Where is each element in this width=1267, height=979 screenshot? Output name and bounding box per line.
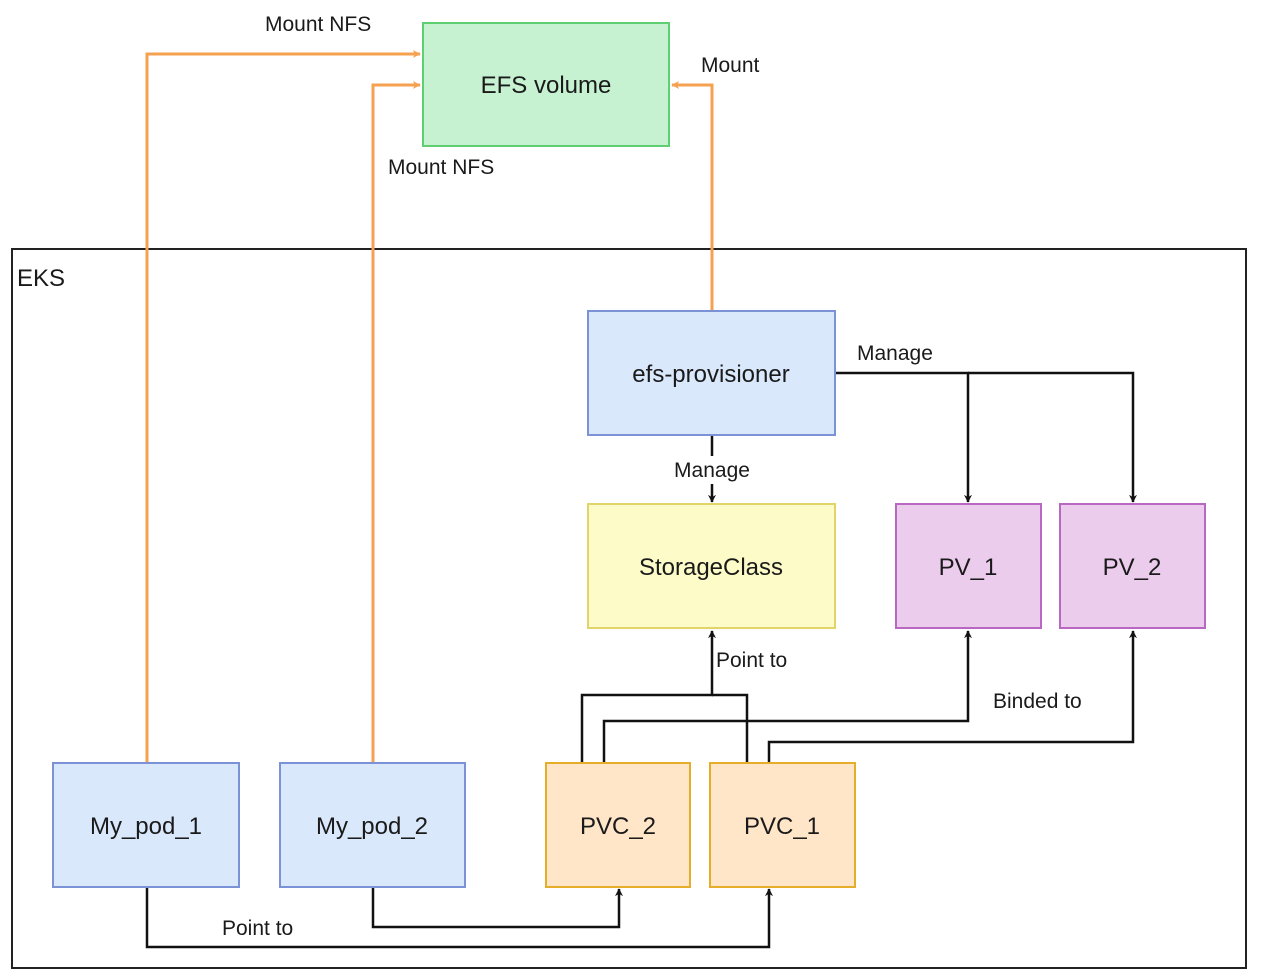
storageclass-label: StorageClass xyxy=(639,554,783,581)
my-pod-2-label: My_pod_2 xyxy=(316,813,428,840)
edge-provisioner-pv2 xyxy=(968,371,1137,503)
node-efs-volume[interactable]: EFS volume xyxy=(422,22,670,147)
eks-container: EKS xyxy=(11,248,1247,969)
label-manage-storageclass: Manage xyxy=(674,459,750,482)
mount-edges xyxy=(145,50,714,763)
edge-labels: Mount NFS Mount NFS Mount Manage Manage … xyxy=(222,13,1082,940)
label-mount-nfs-top: Mount NFS xyxy=(265,13,371,36)
node-pv-1[interactable]: PV_1 xyxy=(895,503,1042,629)
node-pvc-2[interactable]: PVC_2 xyxy=(545,762,691,888)
edge-mypod2-efs xyxy=(371,81,421,763)
label-manage-pv: Manage xyxy=(857,342,933,365)
eks-container-label: EKS xyxy=(17,265,65,292)
node-pv-2[interactable]: PV_2 xyxy=(1059,503,1206,629)
edge-mypod2-pvc2 xyxy=(371,888,623,929)
pvc-2-label: PVC_2 xyxy=(580,813,656,840)
edge-pvc1-pv2 xyxy=(767,630,1137,763)
node-pvc-1[interactable]: PVC_1 xyxy=(709,762,856,888)
efs-volume-label: EFS volume xyxy=(481,72,612,99)
my-pod-1-label: My_pod_1 xyxy=(90,813,202,840)
node-efs-provisioner[interactable]: efs-provisioner xyxy=(587,310,836,436)
edge-provisioner-efs xyxy=(671,81,714,311)
edge-provisioner-pv1 xyxy=(836,371,972,503)
node-storageclass[interactable]: StorageClass xyxy=(587,503,836,629)
pvc-1-label: PVC_1 xyxy=(744,813,820,840)
label-mount-nfs-lower: Mount NFS xyxy=(388,156,494,179)
edge-mypod1-pvc1 xyxy=(145,888,773,949)
node-my-pod-2[interactable]: My_pod_2 xyxy=(279,762,466,888)
node-my-pod-1[interactable]: My_pod_1 xyxy=(52,762,240,888)
pv-2-label: PV_2 xyxy=(1103,554,1162,581)
label-point-to-storageclass: Point to xyxy=(716,649,787,672)
edge-pvc2-pv1 xyxy=(602,630,972,763)
edge-mypod1-efs xyxy=(145,50,421,763)
label-mount: Mount xyxy=(701,54,760,77)
edge-pvc1-storageclass xyxy=(712,693,749,763)
pv-1-label: PV_1 xyxy=(939,554,998,581)
label-point-to-pvc: Point to xyxy=(222,917,293,940)
label-manage-storageclass-bg xyxy=(668,456,756,484)
edge-pvc2-storageclass xyxy=(580,630,716,763)
efs-provisioner-label: efs-provisioner xyxy=(632,361,789,388)
label-binded-to: Binded to xyxy=(993,690,1082,713)
eks-container-border xyxy=(11,248,1247,969)
black-edges xyxy=(145,371,1137,949)
